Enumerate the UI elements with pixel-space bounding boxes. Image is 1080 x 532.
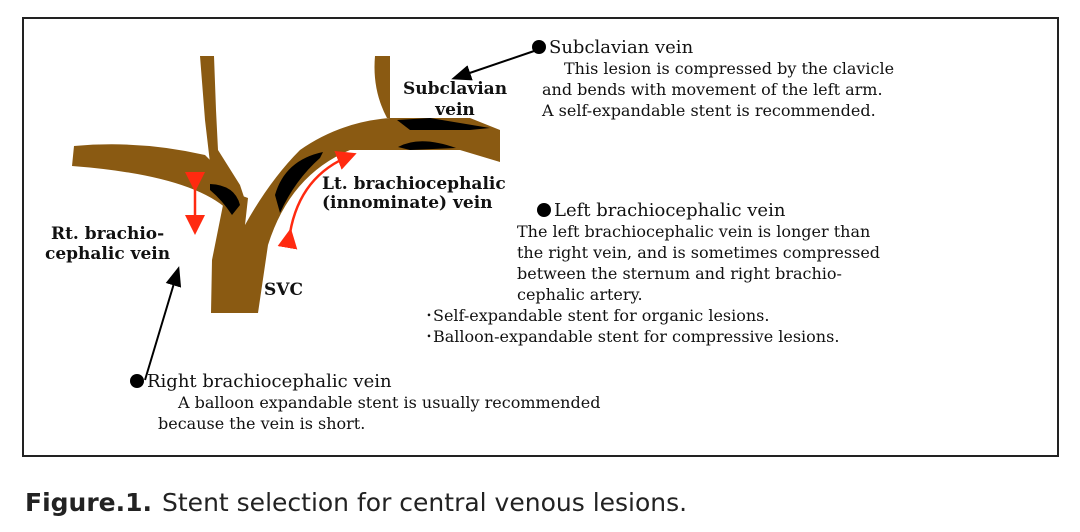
subclavian-lesion-lower	[398, 141, 456, 150]
right-subclavian-vein	[72, 144, 238, 210]
pointer-arrows	[144, 48, 541, 381]
lesion-length-arrows	[185, 151, 357, 250]
note-subclavian: Subclavian vein This lesion is compresse…	[532, 37, 894, 121]
figure-caption: Figure.1. Stent selection for central ven…	[25, 488, 687, 517]
subclavian-lesion-upper	[397, 118, 490, 130]
label-lt-brachiocephalic: Lt. brachiocephalic(innominate) vein	[322, 174, 506, 213]
label-rt-brachiocephalic: Rt. brachio-cephalic vein	[45, 224, 171, 264]
bullet-icon	[537, 203, 551, 217]
bullet-icon	[532, 40, 546, 54]
note-right-brachiocephalic: Right brachiocephalic vein A balloon exp…	[130, 371, 600, 434]
note-left-brachiocephalic: Left brachiocephalic vein The left brach…	[425, 200, 881, 346]
bullet-icon	[130, 374, 144, 388]
lt-arrow	[277, 151, 357, 250]
figure-frame	[22, 17, 1059, 457]
caption-label: Figure.1.	[25, 488, 153, 517]
right-brachiocephalic-lesion	[210, 184, 240, 215]
label-svc: SVC	[264, 280, 303, 300]
caption-text: Stent selection for central venous lesio…	[162, 488, 688, 517]
